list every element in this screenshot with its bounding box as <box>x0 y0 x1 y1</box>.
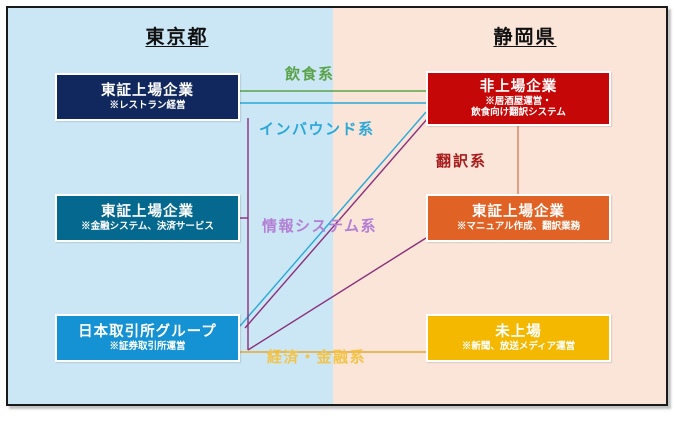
node-shizuoka-listed[interactable]: 東証上場企業 ※マニュアル作成、翻訳業務 <box>426 194 611 242</box>
edge-label-information-systems: 情報システム系 <box>262 219 378 235</box>
node-tokyo-restaurant[interactable]: 東証上場企業 ※レストラン経営 <box>55 73 240 121</box>
node-shizuoka-unlisted[interactable]: 非上場企業 ※居酒屋運営・ 飲食向け翻訳システム <box>426 71 611 126</box>
diagram-frame: 東京都 静岡県 東証上場企業 ※レストラン経営 東証上場企業 ※金融システム、決… <box>6 6 668 406</box>
edge-label-economy-finance: 経済・金融系 <box>267 350 367 366</box>
connector-layer <box>234 90 519 353</box>
region-title-tokyo: 東京都 <box>145 27 209 48</box>
node-title: 未上場 <box>495 323 542 340</box>
node-japan-exchange-group[interactable]: 日本取引所グループ ※証券取引所運営 <box>55 314 240 362</box>
node-title: 東証上場企業 <box>472 203 565 220</box>
node-subtitle: ※居酒屋運営・ <box>485 96 552 107</box>
node-unlisted-media[interactable]: 未上場 ※新聞、放送メディア運営 <box>426 314 611 362</box>
edge-label-inbound: インバウンド系 <box>259 122 375 138</box>
region-title-shizuoka: 静岡県 <box>493 27 557 48</box>
node-title: 東証上場企業 <box>101 82 194 99</box>
edge-inbound-diagonal <box>239 111 427 327</box>
edge-label-translation: 翻訳系 <box>436 154 488 170</box>
node-title: 非上場企業 <box>479 78 558 95</box>
node-title: 日本取引所グループ <box>78 323 217 340</box>
node-subtitle: ※マニュアル作成、翻訳業務 <box>456 221 581 232</box>
node-tokyo-finance[interactable]: 東証上場企業 ※金融システム、決済サービス <box>55 194 240 242</box>
edge-label-food: 飲食系 <box>285 67 335 83</box>
edge-infosys-to-listed <box>247 237 427 351</box>
node-subtitle: ※金融システム、決済サービス <box>81 221 214 232</box>
node-subtitle: ※レストラン経営 <box>109 100 186 111</box>
edge-infosys-diagonal-upper <box>244 117 429 329</box>
node-title: 東証上場企業 <box>101 203 194 220</box>
node-subtitle: ※新聞、放送メディア運営 <box>461 341 576 352</box>
node-subtitle-2: 飲食向け翻訳システム <box>471 107 566 118</box>
node-subtitle: ※証券取引所運営 <box>109 341 186 352</box>
